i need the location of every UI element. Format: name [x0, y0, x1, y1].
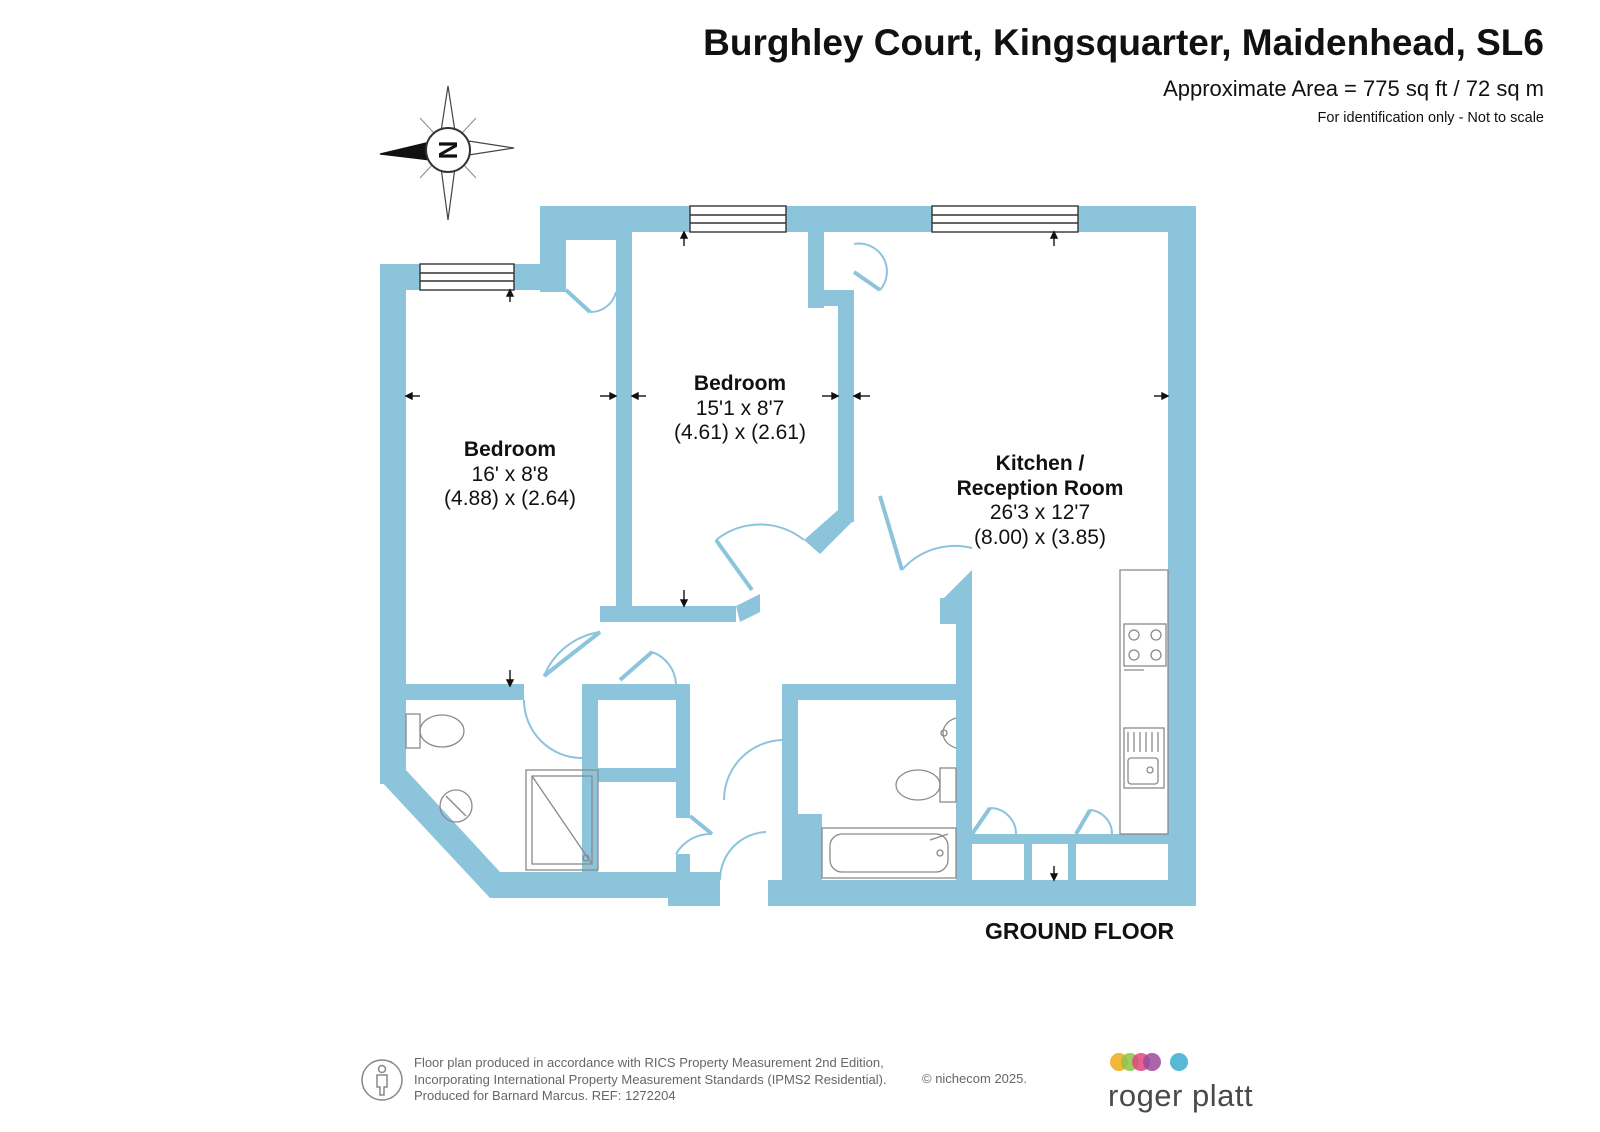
bath-icon: [821, 827, 957, 879]
footer-line: Produced for Barnard Marcus. REF: 127220…: [414, 1088, 676, 1103]
basin-icon: [439, 789, 473, 823]
footer-line: Incorporating International Property Mea…: [414, 1071, 887, 1087]
shower-icon: [525, 769, 599, 871]
room-dimensions-metric: (4.88) x (2.64): [444, 487, 576, 510]
hob-icon: [1123, 623, 1167, 667]
compass-icon: N: [379, 85, 515, 221]
room-label-kitchen-reception: Kitchen / Reception Room 26'3 x 12'7 (8.…: [930, 452, 1150, 550]
kitchen-counter: [1119, 569, 1169, 835]
door-swings: [523, 242, 1114, 881]
windows: [419, 205, 1079, 291]
room-name: Bedroom: [693, 372, 787, 395]
fixtures: [405, 569, 1169, 879]
floor-label: GROUND FLOOR: [985, 918, 1175, 944]
compass-letter: N: [433, 141, 463, 160]
area-summary: Approximate Area = 775 sq ft / 72 sq m: [1163, 76, 1544, 101]
brand-logo-dots: [1110, 1053, 1188, 1071]
room-dimensions-metric: (4.61) x (2.61): [674, 421, 806, 444]
sink-icon: [1123, 727, 1165, 789]
footer-text: Floor plan produced in accordance with R…: [414, 1055, 887, 1105]
copyright: © nichecom 2025.: [922, 1071, 1027, 1086]
toilet-icon: [939, 767, 957, 803]
room-dimensions-imperial: 26'3 x 12'7: [989, 501, 1091, 524]
room-dimensions-imperial: 15'1 x 8'7: [695, 396, 785, 420]
dimension-arrows: [404, 230, 1170, 882]
room-dimensions-imperial: 16' x 8'8: [471, 462, 549, 486]
room-name: Bedroom: [463, 438, 557, 461]
brand-logo-text: roger platt: [1108, 1078, 1254, 1113]
page-title: Burghley Court, Kingsquarter, Maidenhead…: [703, 22, 1544, 63]
disclaimer-note: For identification only - Not to scale: [1317, 110, 1544, 126]
room-label-bedroom-2: Bedroom 15'1 x 8'7 (4.61) x (2.61): [650, 372, 830, 446]
walls: [380, 206, 1196, 906]
room-dimensions-metric: (8.00) x (3.85): [974, 525, 1106, 549]
room-name-line2: Reception Room: [956, 476, 1124, 500]
footer-line: Floor plan produced in accordance with R…: [414, 1055, 884, 1070]
ipms-person-icon: [361, 1059, 403, 1101]
basin-icon: [942, 717, 957, 749]
room-label-bedroom-1: Bedroom 16' x 8'8 (4.88) x (2.64): [420, 438, 600, 512]
room-name-line1: Kitchen /: [995, 452, 1085, 475]
toilet-icon: [405, 713, 421, 749]
